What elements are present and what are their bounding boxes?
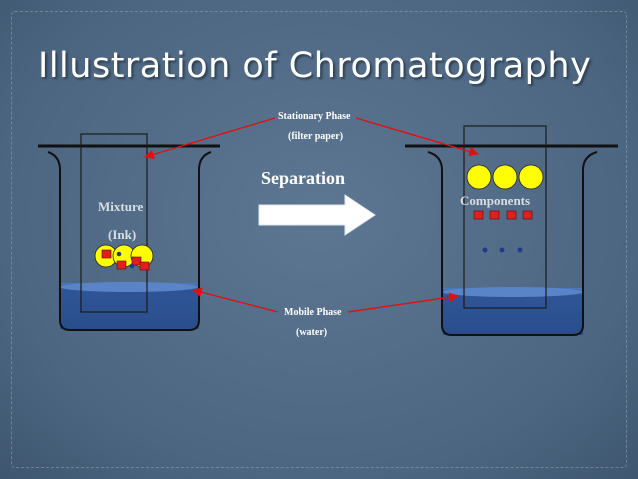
left-beaker xyxy=(38,133,220,331)
red-spot xyxy=(116,260,127,270)
mobile-phase-label: Mobile Phase xyxy=(284,307,342,318)
ink-mixture-spots xyxy=(94,244,154,271)
yellow-component xyxy=(466,164,492,190)
mixture-label: Mixture xyxy=(98,199,144,214)
red-spot xyxy=(101,249,112,259)
red-component xyxy=(506,210,517,220)
mobile-pointer-left xyxy=(192,287,279,313)
filter-paper-label: (filter paper) xyxy=(288,131,344,142)
ink-label: (Ink) xyxy=(108,227,137,242)
separated-components xyxy=(466,164,544,253)
yellow-component xyxy=(492,164,518,190)
stationary-phase-label: Stationary Phase xyxy=(278,111,351,122)
red-spot xyxy=(131,256,142,266)
blue-component xyxy=(499,247,505,253)
blue-spot xyxy=(116,251,122,257)
blue-spot xyxy=(129,263,135,269)
right-beaker-glass xyxy=(427,151,598,336)
red-component xyxy=(489,210,500,220)
blue-component xyxy=(482,247,488,253)
water-label: (water) xyxy=(296,327,328,338)
blue-component xyxy=(517,247,523,253)
mobile-pointer-right xyxy=(347,292,459,313)
left-beaker-glass xyxy=(47,151,212,331)
red-component xyxy=(522,210,533,220)
slide-border xyxy=(11,11,627,468)
stationary-pointer-left xyxy=(144,117,276,160)
right-beaker xyxy=(405,125,618,336)
red-component xyxy=(473,210,484,220)
right-filter-paper xyxy=(463,125,547,309)
slide-title: Illustration of Chromatography xyxy=(38,46,592,86)
stationary-pointer-right xyxy=(355,117,479,157)
right-water-surface xyxy=(443,287,583,297)
red-spot xyxy=(139,261,150,271)
yellow-component xyxy=(518,164,544,190)
left-water-surface xyxy=(60,282,198,292)
separation-label: Separation xyxy=(261,168,346,188)
components-label: Components xyxy=(460,193,531,208)
separation-arrow xyxy=(258,194,376,236)
left-filter-paper xyxy=(80,133,148,313)
